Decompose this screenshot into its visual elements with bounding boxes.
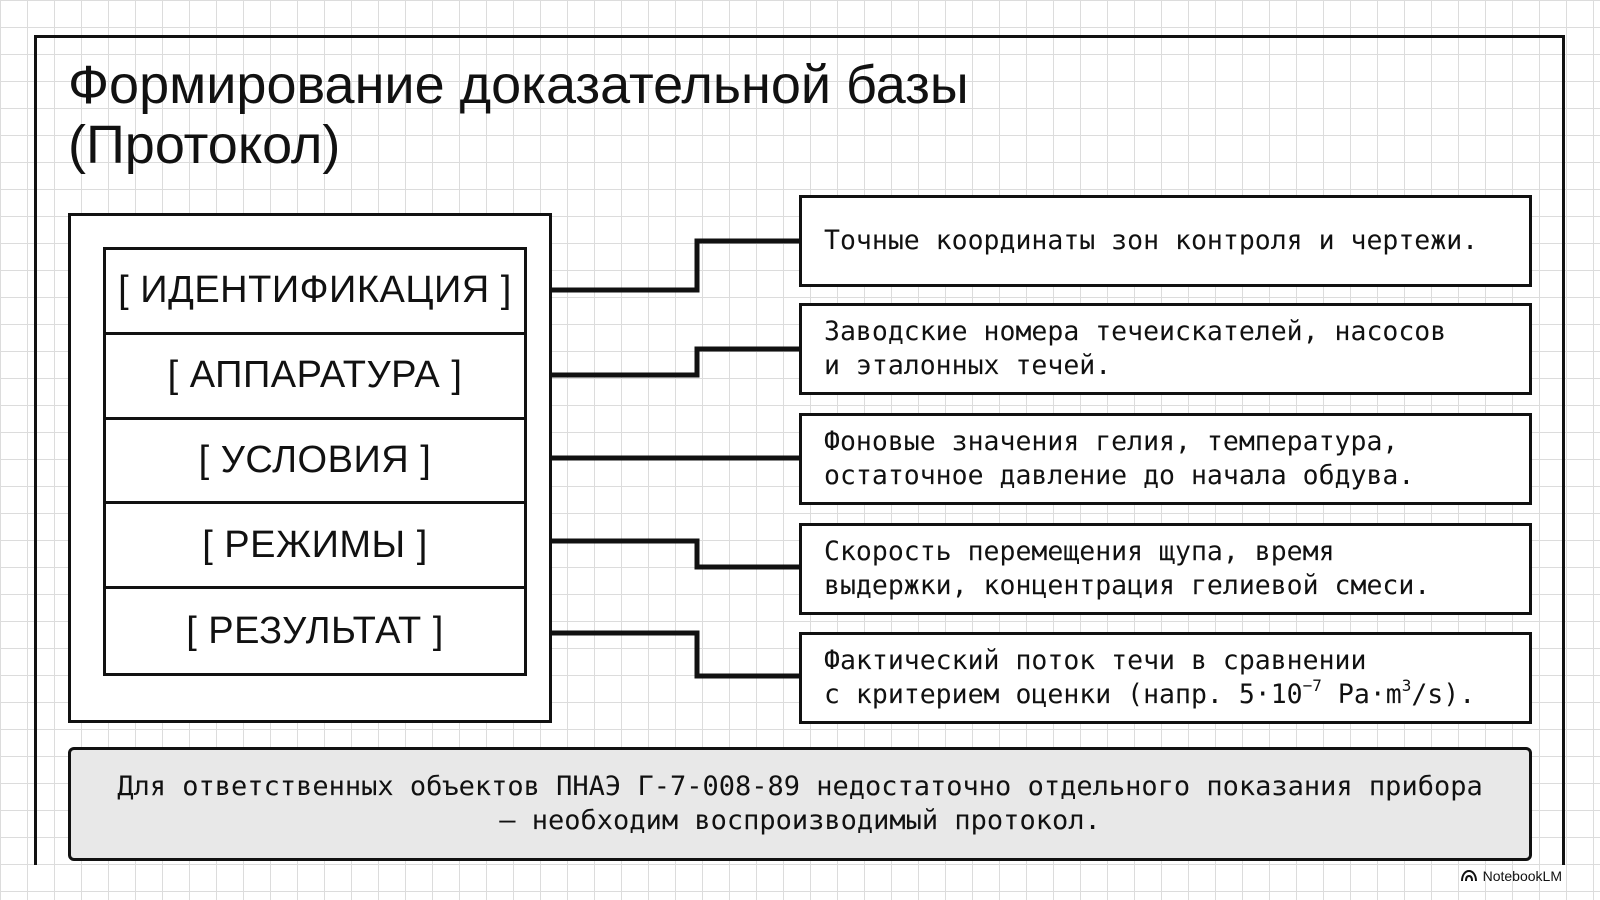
detail-result-line-2-suffix: /s). [1411,679,1476,710]
detail-result-line-2-mid: Pa·m [1321,679,1402,710]
detail-result-exponent-2: 3 [1401,676,1412,695]
detail-equipment: Заводские номера течеискателей, насосов … [799,303,1532,395]
detail-result-exponent-1: −7 [1302,676,1322,695]
brand-watermark: NotebookLM [1460,868,1562,884]
page-title-line-1: Формирование доказательной базы [68,55,969,115]
detail-conditions: Фоновые значения гелия, температура, ост… [799,413,1532,505]
section-identification: [ ИДЕНТИФИКАЦИЯ ] [106,250,524,335]
page-title-line-2: (Протокол) [68,115,341,175]
section-result: [ РЕЗУЛЬТАТ ] [186,609,444,652]
slide-frame [34,35,1565,865]
brand-name: NotebookLM [1482,868,1562,884]
detail-result-line-2-prefix: с критерием оценки (напр. 5·10 [824,679,1303,710]
page-title: Формирование доказательной базы (Протоко… [68,55,1168,175]
detail-identification: Точные координаты зон контроля и чертежи… [799,195,1532,287]
notebooklm-logo-icon [1460,870,1477,882]
detail-modes: Скорость перемещения щупа, время выдержк… [799,523,1532,615]
conclusion-note-text: Для ответственных объектов ПНАЭ Г-7-008-… [117,771,1483,836]
conclusion-note: Для ответственных объектов ПНАЭ Г-7-008-… [68,747,1532,861]
section-conditions: [ УСЛОВИЯ ] [106,420,524,505]
section-equipment: [ АППАРАТУРА ] [106,335,524,420]
section-modes: [ РЕЖИМЫ ] [106,504,524,590]
protocol-sections-stack: [ ИДЕНТИФИКАЦИЯ ] [ АППАРАТУРА ] [ УСЛОВ… [103,247,527,677]
detail-result-line-1: Фактический поток течи в сравнении [824,645,1367,676]
